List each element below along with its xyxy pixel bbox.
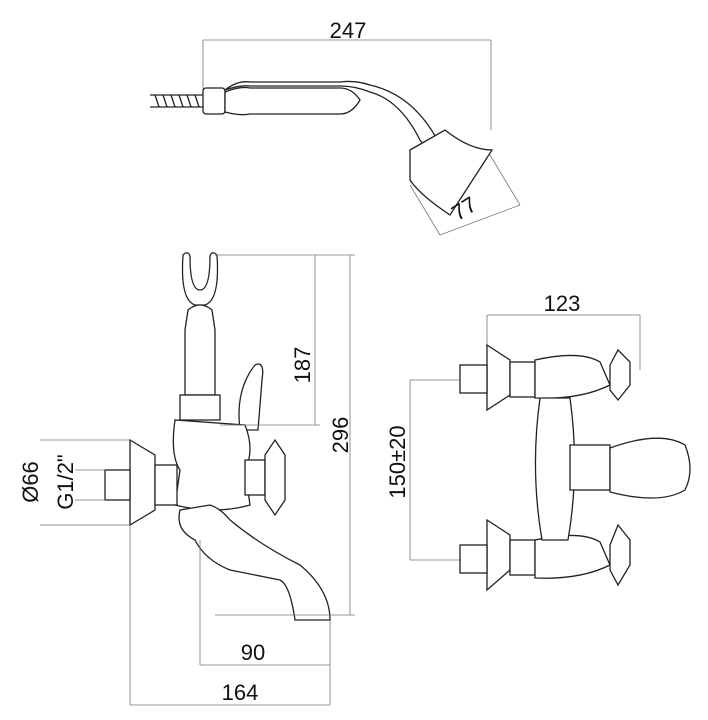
- dim-hand-shower-length: 247: [330, 18, 367, 43]
- hand-shower-view: 247 77: [150, 18, 521, 236]
- dim-handle-width: 123: [544, 291, 581, 316]
- dim-thread: G1/2": [53, 454, 78, 510]
- dim-total-height: 296: [328, 417, 353, 454]
- dim-spout-projection: 90: [241, 640, 265, 665]
- dim-center-distance: 150±20: [385, 425, 410, 498]
- front-view: 123 150±20: [385, 291, 691, 592]
- dim-holder-height: 187: [290, 347, 315, 384]
- dim-total-projection: 164: [222, 680, 259, 705]
- side-view: 187 296 Ø66 G1/2" 90 164: [18, 252, 355, 706]
- dim-wall-plate-diameter: Ø66: [18, 461, 43, 503]
